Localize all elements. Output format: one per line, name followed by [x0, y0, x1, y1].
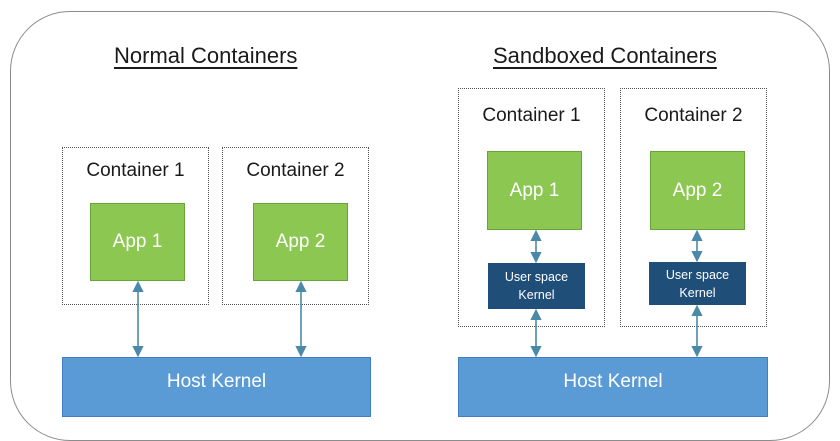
normal-containers-heading: Normal Containers — [114, 43, 298, 68]
container-label: Container 2 — [644, 105, 743, 126]
kernel-label: Kernel — [679, 285, 716, 300]
user-space-label: User space — [504, 270, 569, 284]
sandboxed-containers-heading: Sandboxed Containers — [493, 43, 717, 68]
user-space-label: User space — [665, 267, 730, 282]
user-space-kernel-1: User space Kernel — [488, 263, 585, 309]
connector-arrows — [132, 229, 703, 358]
user-space-kernel-2: User space Kernel — [649, 262, 746, 305]
container-label: Container 1 — [86, 160, 185, 181]
container-label: Container 2 — [246, 160, 345, 181]
kernel-label: Kernel — [518, 288, 555, 302]
sandboxed-app-2: App 2 — [650, 151, 745, 230]
container-label: Container 1 — [482, 105, 581, 126]
sandboxed-app-1: App 1 — [487, 151, 582, 230]
normal-app-2: App 2 — [253, 203, 348, 281]
normal-app-1: App 1 — [90, 203, 185, 281]
